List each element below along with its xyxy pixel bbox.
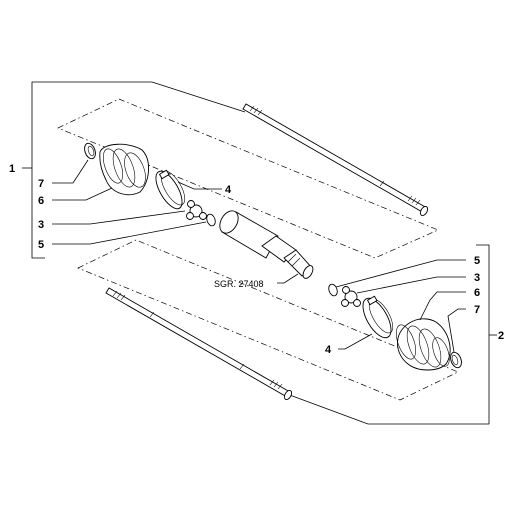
group-1-bracket [22,81,246,259]
lower-assembly-outline [77,239,459,401]
callout-left-5: 5 [38,239,44,251]
callout-group-2: 2 [498,330,504,342]
left-circlip [206,213,216,227]
callout-right-5: 5 [474,255,480,267]
left-boot [99,143,149,196]
upper-assembly-outline [57,98,439,259]
joint-housing [219,210,314,279]
callout-right-7: 7 [474,304,480,316]
left-leader-lines [52,159,222,245]
group-2-bracket [286,244,497,425]
left-clamp-large [155,169,186,210]
right-boot [395,318,451,371]
right-circlip [328,283,338,297]
callout-right-4: 4 [325,344,332,356]
callout-right-3: 3 [474,272,480,284]
callout-left-7: 7 [38,178,44,190]
right-tripod [341,286,361,307]
left-clamp-small [84,142,96,160]
callout-left-4: 4 [225,184,232,196]
callout-left-6: 6 [38,195,44,207]
callout-group-1: 1 [9,163,15,175]
callout-left-3: 3 [38,219,44,231]
left-tripod [186,200,207,220]
right-leader-lines [277,259,466,353]
right-clamp-large [362,295,394,339]
lower-drive-shaft [105,287,293,401]
callout-right-6: 6 [474,287,480,299]
upper-drive-shaft [242,103,429,217]
reference-label: SGR. 27408 [214,279,264,289]
right-clamp-small [450,351,462,369]
